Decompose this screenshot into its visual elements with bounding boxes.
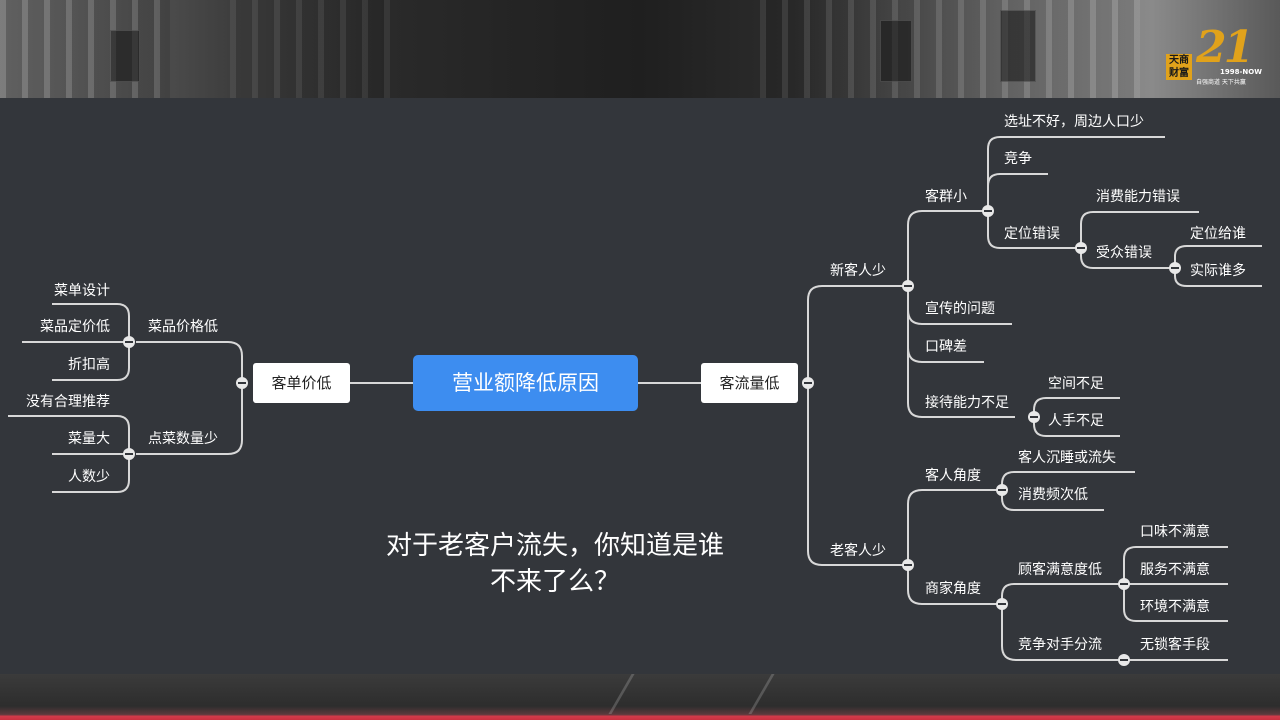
node-service-unsatisfied[interactable]: 服务不满意 <box>1140 561 1210 579</box>
collapse-toggle[interactable] <box>1169 262 1181 274</box>
node-menu-design[interactable]: 菜单设计 <box>54 282 110 300</box>
node-actual-who[interactable]: 实际谁多 <box>1190 262 1246 280</box>
node-wrong-positioning[interactable]: 定位错误 <box>1004 225 1060 243</box>
node-no-retention-means[interactable]: 无锁客手段 <box>1140 636 1210 654</box>
collapse-toggle[interactable] <box>123 336 135 348</box>
node-competition[interactable]: 竞争 <box>1004 150 1032 168</box>
node-promotion-problem[interactable]: 宣传的问题 <box>925 300 995 318</box>
node-no-recommendation[interactable]: 没有合理推荐 <box>26 393 110 411</box>
node-space-shortage[interactable]: 空间不足 <box>1048 375 1104 393</box>
node-insufficient-capacity[interactable]: 接待能力不足 <box>925 394 1009 412</box>
collapse-toggle[interactable] <box>123 448 135 460</box>
node-new-customers[interactable]: 新客人少 <box>830 262 886 280</box>
node-taste-unsatisfied[interactable]: 口味不满意 <box>1140 523 1210 541</box>
branch-node-right[interactable]: 客流量低 <box>701 363 798 403</box>
question-line-1: 对于老客户流失，你知道是谁 <box>300 528 810 564</box>
node-dish-price-low[interactable]: 菜品价格低 <box>148 318 218 336</box>
node-target-whom[interactable]: 定位给谁 <box>1190 225 1246 243</box>
node-staff-shortage[interactable]: 人手不足 <box>1048 412 1104 430</box>
collapse-toggle[interactable] <box>902 559 914 571</box>
node-order-count-low[interactable]: 点菜数量少 <box>148 430 218 448</box>
collapse-toggle[interactable] <box>1118 654 1130 666</box>
collapse-toggle[interactable] <box>996 484 1008 496</box>
collapse-toggle[interactable] <box>982 205 994 217</box>
branch-node-left[interactable]: 客单价低 <box>253 363 350 403</box>
node-bad-reputation[interactable]: 口碑差 <box>925 338 967 356</box>
collapse-toggle[interactable] <box>1075 242 1087 254</box>
node-old-customers[interactable]: 老客人少 <box>830 542 886 560</box>
node-wrong-spending-power[interactable]: 消费能力错误 <box>1096 188 1180 206</box>
node-dish-pricing-low[interactable]: 菜品定价低 <box>40 318 110 336</box>
root-node[interactable]: 营业额降低原因 <box>413 355 638 411</box>
collapse-toggle[interactable] <box>1028 411 1040 423</box>
question-line-2: 不来了么？ <box>300 564 810 600</box>
node-merchant-perspective[interactable]: 商家角度 <box>925 580 981 598</box>
node-low-satisfaction[interactable]: 顾客满意度低 <box>1018 561 1102 579</box>
node-few-people[interactable]: 人数少 <box>68 468 110 486</box>
collapse-toggle[interactable] <box>1118 578 1130 590</box>
collapse-toggle[interactable] <box>996 598 1008 610</box>
collapse-toggle[interactable] <box>902 280 914 292</box>
node-guest-perspective[interactable]: 客人角度 <box>925 467 981 485</box>
node-wrong-audience[interactable]: 受众错误 <box>1096 244 1152 262</box>
node-guest-dormant-lost[interactable]: 客人沉睡或流失 <box>1018 449 1116 467</box>
node-small-group[interactable]: 客群小 <box>925 188 967 206</box>
node-low-frequency[interactable]: 消费频次低 <box>1018 486 1088 504</box>
node-competitor-diversion[interactable]: 竞争对手分流 <box>1018 636 1102 654</box>
collapse-toggle[interactable] <box>802 377 814 389</box>
node-environment-unsatisfied[interactable]: 环境不满意 <box>1140 598 1210 616</box>
collapse-toggle[interactable] <box>236 377 248 389</box>
node-portion-large[interactable]: 菜量大 <box>68 430 110 448</box>
question-text: 对于老客户流失，你知道是谁 不来了么？ <box>300 528 810 600</box>
node-bad-site[interactable]: 选址不好，周边人口少 <box>1004 113 1144 131</box>
node-discount-high[interactable]: 折扣高 <box>68 356 110 374</box>
